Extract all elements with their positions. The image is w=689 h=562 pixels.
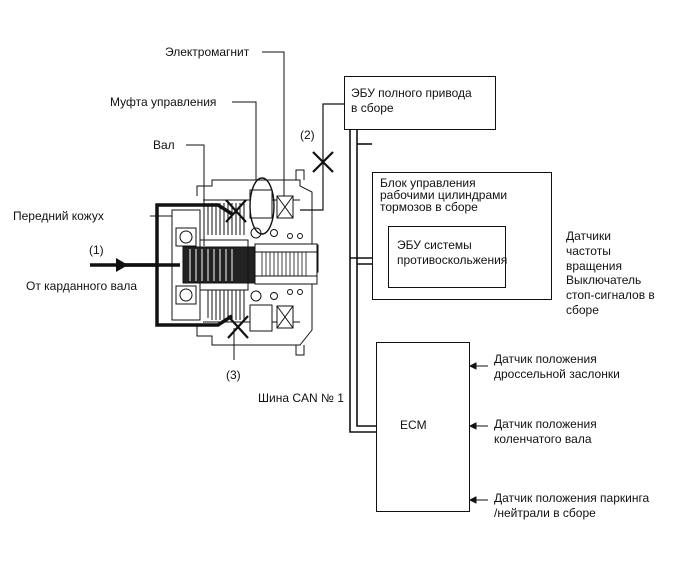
- label-electromagnet: Электромагнит: [165, 45, 250, 59]
- throttle-sensor-line1: Датчик положения: [494, 352, 597, 366]
- stop-switch-line1: Выключатель: [566, 273, 642, 287]
- label-front-housing: Передний кожух: [13, 209, 104, 223]
- leader-electromagnet: [262, 51, 285, 196]
- signal-line-4wd: [300, 103, 344, 211]
- abs-ecu-box: [388, 226, 506, 288]
- crank-sensor-line1: Датчик положения: [494, 417, 597, 431]
- brake-block-line3: тормозов в сборе: [380, 200, 478, 214]
- brake-block-line2: рабочими цилиндрами: [380, 188, 508, 202]
- label-can-bus: Шина CAN № 1: [258, 391, 344, 405]
- crank-sensor-line2: коленчатого вала: [494, 432, 592, 446]
- clutch-highlight: [249, 177, 275, 235]
- label-marker-1: (1): [89, 243, 104, 257]
- label-from-driveshaft: От карданного вала: [26, 279, 138, 293]
- brake-block-line1: Блок управления: [380, 176, 476, 190]
- leader-shaft: [186, 144, 205, 246]
- park-sensor-line2: /нейтрали в сборе: [494, 506, 596, 520]
- label-shaft: Вал: [153, 138, 175, 152]
- speed-sensors-line2: частоты: [566, 244, 611, 258]
- ecu-4wd-line2: в сборе: [351, 101, 394, 115]
- ecu-4wd-box: [344, 76, 496, 130]
- abs-ecu-line1: ЭБУ системы: [397, 238, 472, 252]
- coupling-drawing: [171, 169, 319, 356]
- park-sensor-line1: Датчик положения паркинга: [494, 491, 650, 505]
- ecm-box: [376, 342, 470, 512]
- label-control-clutch: Муфта управления: [110, 95, 217, 109]
- x-mark-clutch-bottom: [227, 315, 249, 339]
- label-marker-2: (2): [300, 128, 315, 142]
- x-mark-clutch-top: [225, 199, 247, 223]
- ecu-4wd-line1: ЭБУ полного привода: [351, 86, 472, 100]
- label-marker-3: (3): [226, 368, 241, 382]
- ecm-label: ECM: [400, 418, 427, 432]
- throttle-sensor-line2: дроссельной заслонки: [494, 367, 620, 381]
- stop-switch-line2: стоп-сигналов в: [566, 288, 655, 302]
- speed-sensors-line1: Датчики: [566, 229, 611, 243]
- stop-switch-line3: сборе: [566, 303, 599, 317]
- leader-control-clutch: [232, 101, 257, 180]
- abs-ecu-line2: противоскольжения: [397, 253, 508, 267]
- speed-sensors-line3: вращения: [566, 259, 622, 273]
